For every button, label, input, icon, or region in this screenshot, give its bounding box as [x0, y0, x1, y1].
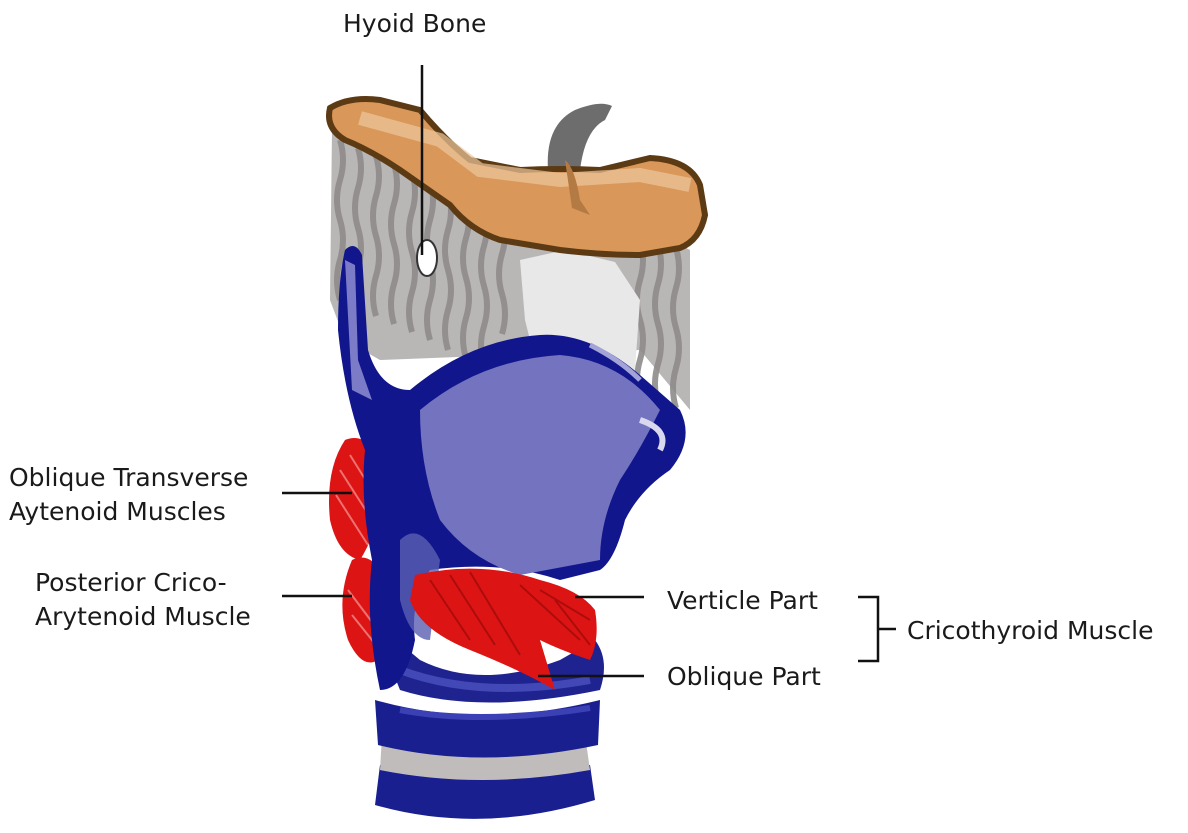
oblique-transverse-label-line1: Oblique Transverse — [9, 461, 248, 495]
posterior-cricoarytenoid-label: Posterior Crico- Arytenoid Muscle — [35, 566, 251, 634]
trachea-rings — [375, 700, 600, 819]
oblique-transverse-label-line2: Aytenoid Muscles — [9, 495, 248, 529]
posterior-label-line2: Arytenoid Muscle — [35, 600, 251, 634]
verticle-part-label: Verticle Part — [667, 584, 818, 618]
posterior-label-line1: Posterior Crico- — [35, 566, 251, 600]
cricothyroid-bracket — [858, 597, 878, 661]
hyoid-bone-label: Hyoid Bone — [343, 7, 486, 41]
oblique-transverse-arytenoid-label: Oblique Transverse Aytenoid Muscles — [9, 461, 248, 529]
cricothyroid-muscle-label: Cricothyroid Muscle — [907, 614, 1153, 648]
oblique-part-label: Oblique Part — [667, 660, 821, 694]
